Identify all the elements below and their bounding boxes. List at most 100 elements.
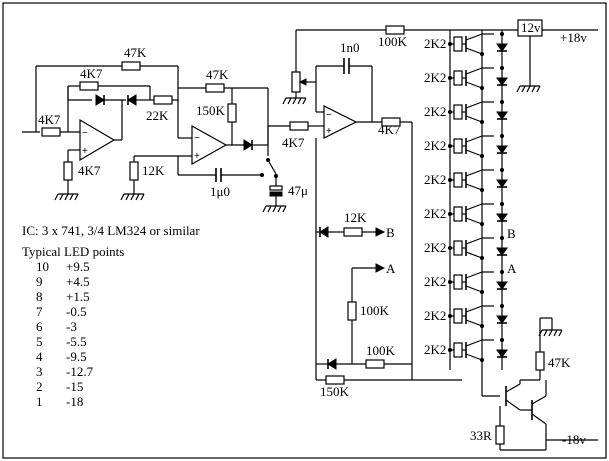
- led-point-voltage: -3: [66, 319, 77, 334]
- led-point-number: 8: [36, 289, 43, 304]
- label-led-resistor: 2K2: [424, 240, 446, 255]
- ground-symbol: [538, 318, 563, 337]
- label-reg-12v: 12v: [521, 20, 541, 35]
- opamp-2: [191, 124, 228, 166]
- led-point-row: 2 -15: [22, 379, 200, 394]
- led-point-number: 2: [36, 379, 43, 394]
- led-point-number: 6: [36, 319, 43, 334]
- label-c-1n: 1n0: [340, 40, 360, 55]
- label-r-100k-low: 100K: [366, 343, 396, 358]
- resistor-mid-4k7: [289, 121, 309, 131]
- label-r-100k-a: 100K: [360, 303, 390, 318]
- led-point-number: 1: [36, 394, 43, 409]
- resistor-bias-4k7: [63, 161, 73, 181]
- led-point-row: 5-5.5: [22, 334, 200, 349]
- resistor-2k2: [453, 70, 463, 86]
- resistor-input-4k7: [41, 127, 61, 137]
- led-point-row: 10+9.5: [22, 259, 200, 274]
- label-r-fb: 4K7: [80, 66, 103, 81]
- resistor-100k-a: [347, 301, 357, 321]
- label-a-right: A: [507, 261, 517, 276]
- capacitor-47u: [269, 185, 283, 191]
- resistor-47k-right: [535, 351, 545, 371]
- resistor-top-47k: [121, 61, 141, 71]
- led-point-row: 9 +4.5: [22, 274, 200, 289]
- led-point-voltage: -12.7: [66, 364, 94, 379]
- resistor-2k2: [453, 172, 463, 188]
- resistor-fb-4k7: [79, 81, 99, 91]
- label-led-resistor: 2K2: [424, 36, 446, 51]
- opamp3-plus: +: [326, 126, 332, 137]
- diode-3: [243, 139, 253, 151]
- label-c-1u: 1μ0: [210, 184, 230, 199]
- notes-block: IC: 3 x 741, 3/4 LM324 or similar Typica…: [22, 223, 200, 409]
- led-points-title: Typical LED points: [22, 244, 125, 259]
- label-supply-neg: -18v: [562, 432, 586, 447]
- label-led-resistor: 2K2: [424, 70, 446, 85]
- resistor-mid-150k: [227, 103, 237, 123]
- opamp-3: [323, 105, 358, 139]
- potentiometer: [291, 71, 301, 93]
- opamp1-minus: −: [82, 128, 88, 139]
- led-point-voltage: -9.5: [66, 349, 87, 364]
- led-point-number: 4: [36, 349, 43, 364]
- label-led-resistor: 2K2: [424, 206, 446, 221]
- diode-2: [127, 94, 137, 106]
- resistor-2k2: [453, 342, 463, 358]
- label-r-150k-low: 150K: [320, 384, 350, 399]
- led-point-row: 6 -3: [22, 319, 200, 334]
- ground-symbol: [262, 205, 287, 213]
- label-led-resistor: 2K2: [424, 172, 446, 187]
- resistor-22k: [153, 95, 173, 105]
- label-node-b: B: [386, 225, 395, 240]
- ic-note: IC: 3 x 741, 3/4 LM324 or similar: [22, 223, 200, 238]
- resistor-2k2: [453, 138, 463, 154]
- label-node-a: A: [386, 261, 396, 276]
- opamp-1: [79, 118, 116, 162]
- led-point-voltage: -5.5: [66, 334, 87, 349]
- led-point-voltage: -18: [66, 394, 84, 409]
- resistor-2k2: [453, 36, 463, 52]
- diode-1: [95, 94, 105, 106]
- label-r-mid-47k: 47K: [206, 67, 229, 82]
- ground-symbol: [54, 193, 79, 201]
- led-point-voltage: -15: [66, 379, 84, 394]
- resistor-2k2: [453, 308, 463, 324]
- led-point-row: 8+1.5: [22, 289, 200, 304]
- opamp3-minus: −: [326, 110, 332, 121]
- opamp2-minus: −: [194, 133, 200, 144]
- label-r-4k7-mid: 4K7: [282, 135, 305, 150]
- led-point-voltage: -0.5: [66, 304, 87, 319]
- led-point-row: 1 -18: [22, 394, 200, 409]
- resistor-12k-left: [129, 161, 139, 181]
- label-r-100k-top: 100K: [378, 34, 408, 49]
- label-supply-pos: +18v: [560, 30, 587, 45]
- label-led-resistor: 2K2: [424, 274, 446, 289]
- led-point-voltage: +4.5: [66, 274, 90, 289]
- ground-symbol: [120, 193, 145, 201]
- diode-b: [319, 226, 329, 238]
- label-r-150k: 150K: [196, 103, 226, 118]
- label-r-4k7-out: 4K7: [378, 122, 401, 137]
- label-r-bias: 4K7: [78, 163, 101, 178]
- label-b-right: B: [507, 226, 516, 241]
- ground-symbol: [282, 97, 307, 105]
- label-r-33r: 33R: [470, 428, 492, 443]
- led-point-number: 9: [36, 274, 43, 289]
- resistor-12k-b: [343, 227, 363, 237]
- opamp2-plus: +: [194, 151, 200, 162]
- resistor-2k2: [453, 274, 463, 290]
- led-point-voltage: +9.5: [66, 259, 90, 274]
- label-led-resistor: 2K2: [424, 308, 446, 323]
- resistor-33r: [495, 425, 505, 445]
- resistor-2k2: [453, 206, 463, 222]
- label-led-resistor: 2K2: [424, 138, 446, 153]
- resistor-2k2: [453, 104, 463, 120]
- label-led-resistor: 2K2: [424, 104, 446, 119]
- ground-symbol: [516, 85, 541, 93]
- resistor-100k-low: [365, 359, 385, 369]
- label-r-12k-b: 12K: [344, 210, 367, 225]
